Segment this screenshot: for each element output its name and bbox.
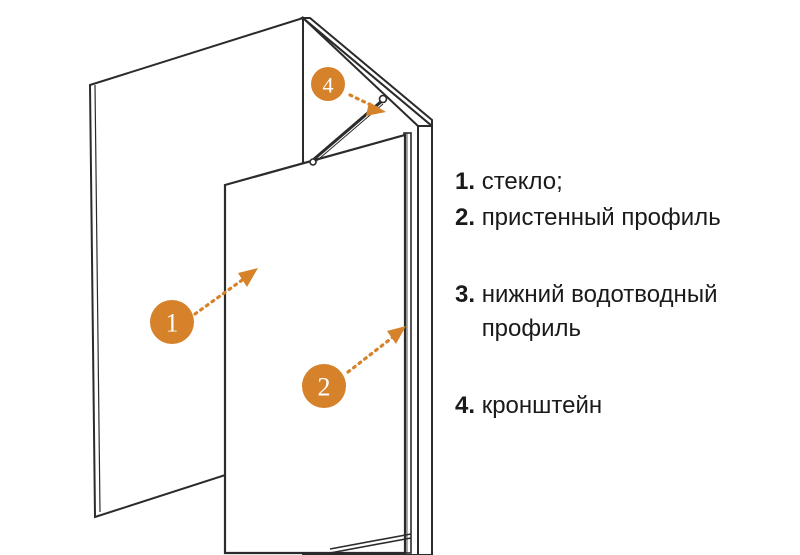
badge-1-number: 1 (166, 309, 179, 338)
legend-number: 2. (455, 204, 476, 231)
callout-arrows (193, 93, 395, 374)
legend-text: пристенный профиль (481, 204, 721, 231)
legend-item-2: 2. пристенный профиль (455, 201, 721, 235)
arrow-4 (348, 93, 379, 110)
bottom-profile (329, 533, 412, 554)
legend-item-4: 4. кронштейн (455, 389, 602, 423)
badge-4: 4 (311, 67, 345, 101)
legend-text: кронштейн (481, 392, 603, 419)
arrowhead-4 (366, 102, 386, 116)
arrow-heads (238, 102, 406, 344)
badge-2-number: 2 (318, 373, 331, 402)
arrowhead-2 (387, 326, 406, 344)
arrow-2 (346, 335, 395, 374)
badge-4-number: 4 (323, 73, 334, 98)
legend-text: стекло; (481, 168, 563, 195)
badge-2: 2 (302, 364, 346, 408)
legend-item-1: 1. стекло; (455, 165, 563, 199)
arrowhead-1 (238, 268, 258, 287)
legend-number: 4. (455, 392, 476, 419)
badge-1: 1 (150, 300, 194, 344)
legend-number: 3. (455, 281, 476, 308)
legend-text: нижний водотводный профиль (481, 281, 718, 342)
legend-item-3: 3. нижний водотводный профиль (455, 278, 782, 346)
legend-number: 1. (455, 168, 476, 195)
arrow-1 (193, 276, 247, 316)
glass-panel (223, 133, 407, 555)
